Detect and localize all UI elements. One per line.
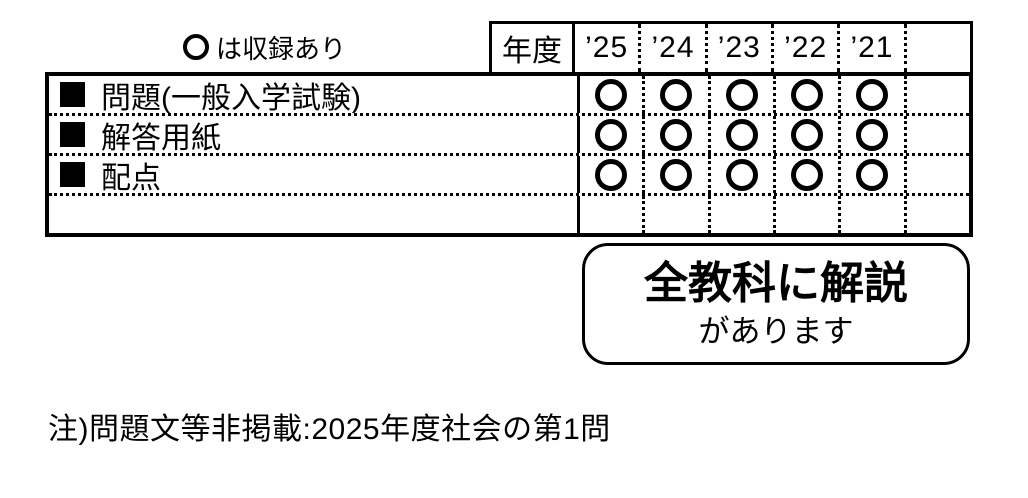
mark-cell xyxy=(577,116,642,153)
year-column-header-23: ’23 xyxy=(704,24,771,72)
year-column-header-22: ’22 xyxy=(770,24,837,72)
footnote: 注)問題文等非掲載:2025年度社会の第1問 xyxy=(48,413,611,446)
included-circle-icon xyxy=(791,78,824,111)
mark-cell-empty xyxy=(903,76,969,113)
mark-cell-empty xyxy=(707,196,773,233)
included-circle-icon xyxy=(791,158,824,191)
year-column-header-24: ’24 xyxy=(638,24,704,72)
mark-cell xyxy=(707,156,773,193)
row-label-cell xyxy=(49,196,577,233)
row-label-cell: 解答用紙 xyxy=(49,116,577,153)
inclusion-table: 問題(一般入学試験) 解答用紙 配点 xyxy=(45,72,973,237)
table-row-points: 配点 xyxy=(49,153,969,193)
mark-cell xyxy=(838,76,903,113)
mark-cell xyxy=(772,76,838,113)
mark-cell-empty xyxy=(838,196,903,233)
mark-cell-empty xyxy=(577,196,642,233)
included-circle-icon xyxy=(595,78,628,111)
mark-cell xyxy=(642,156,707,193)
mark-cell xyxy=(577,76,642,113)
mark-cell xyxy=(642,76,707,113)
square-bullet-icon xyxy=(60,82,85,107)
square-bullet-icon xyxy=(60,162,85,187)
year-column-header-21: ’21 xyxy=(837,24,903,72)
mark-cell xyxy=(838,156,903,193)
row-label-cell: 配点 xyxy=(49,156,577,193)
mark-cell xyxy=(707,76,773,113)
included-circle-icon xyxy=(856,158,889,191)
mark-cell-empty xyxy=(903,156,969,193)
included-circle-icon xyxy=(725,118,758,151)
included-circle-icon xyxy=(856,118,889,151)
year-column-header-25: ’25 xyxy=(585,31,629,64)
legend: は収録あり xyxy=(183,31,347,64)
year-header-row: 年度 ’25 ’24 ’23 ’22 ’21 xyxy=(489,21,973,72)
mark-cell-empty xyxy=(772,196,838,233)
included-circle-icon xyxy=(660,78,693,111)
callout-line2: があります xyxy=(698,313,854,349)
mark-cell xyxy=(577,156,642,193)
row-label: 配点 xyxy=(101,161,161,194)
mark-cell-empty xyxy=(903,196,969,233)
legend-text: は収録あり xyxy=(216,33,347,64)
callout-box: 全教科に解説 があります xyxy=(582,243,970,365)
table-row-answer-sheets: 解答用紙 xyxy=(49,113,969,153)
included-circle-icon xyxy=(183,34,209,60)
mark-cell xyxy=(772,156,838,193)
mark-cell xyxy=(838,116,903,153)
included-circle-icon xyxy=(725,158,758,191)
square-bullet-icon xyxy=(60,122,85,147)
mark-cell-empty xyxy=(903,116,969,153)
included-circle-icon xyxy=(725,78,758,111)
mark-cell-empty xyxy=(642,196,707,233)
included-circle-icon xyxy=(856,78,889,111)
row-label: 問題(一般入学試験) xyxy=(101,81,361,114)
callout-line1: 全教科に解説 xyxy=(644,259,908,308)
table-row-empty xyxy=(49,193,969,233)
year-header-label: 年度 xyxy=(492,24,575,72)
included-circle-icon xyxy=(791,118,824,151)
included-circle-icon xyxy=(660,158,693,191)
included-circle-icon xyxy=(595,158,628,191)
mark-cell xyxy=(642,116,707,153)
table-row-problems: 問題(一般入学試験) xyxy=(49,76,969,113)
included-circle-icon xyxy=(595,118,628,151)
mark-cell xyxy=(707,116,773,153)
year-column-header-empty xyxy=(903,24,970,72)
row-label: 解答用紙 xyxy=(101,121,221,154)
mark-cell xyxy=(772,116,838,153)
row-label-cell: 問題(一般入学試験) xyxy=(49,76,577,113)
included-circle-icon xyxy=(660,118,693,151)
